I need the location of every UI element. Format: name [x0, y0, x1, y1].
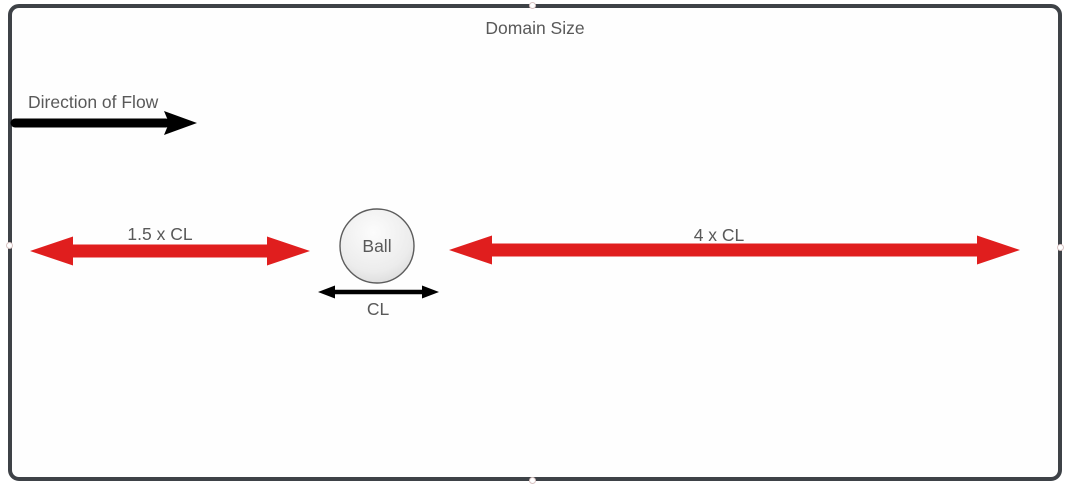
connection-handle-top[interactable] [529, 2, 536, 9]
direction-of-flow-label: Direction of Flow [28, 92, 159, 112]
domain-size-label: Domain Size [485, 18, 585, 38]
left-span-label: 1.5 x CL [127, 224, 193, 244]
connection-handle-bottom[interactable] [529, 477, 536, 484]
left-span-arrow[interactable] [30, 236, 310, 266]
ball-diameter-arrow[interactable] [318, 285, 439, 299]
right-span-arrow[interactable] [449, 235, 1020, 265]
cl-arrow-right-head-icon [422, 285, 439, 299]
cl-arrow-left-head-icon [318, 285, 335, 299]
flow-arrow-head-icon [164, 111, 197, 135]
connection-handle-right[interactable] [1057, 244, 1064, 251]
ball-label: Ball [362, 236, 392, 256]
right-span-label: 4 x CL [693, 225, 745, 245]
flow-arrow[interactable] [10, 111, 197, 135]
cl-label: CL [366, 299, 390, 319]
connection-handle-left[interactable] [6, 242, 13, 249]
ball-circle[interactable] [339, 208, 415, 284]
domain-boundary-rectangle[interactable] [8, 4, 1062, 481]
